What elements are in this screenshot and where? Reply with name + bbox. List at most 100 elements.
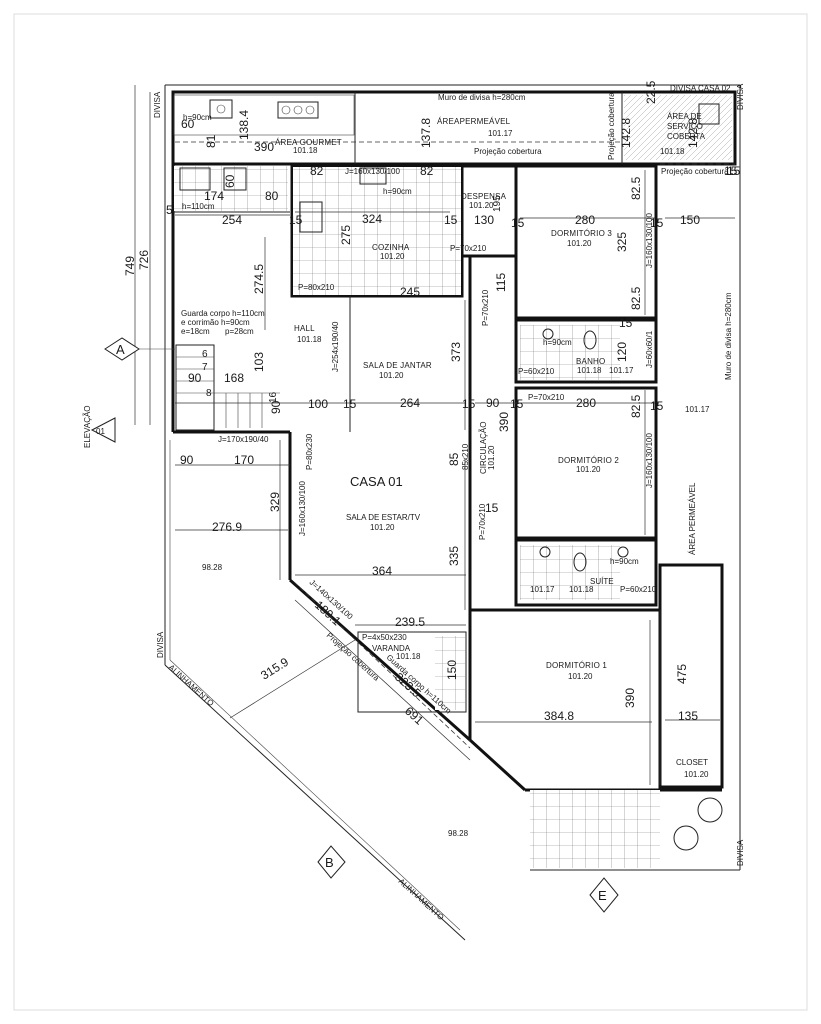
room-circulacao: CIRCULAÇÃO [479, 422, 488, 474]
svg-text:280: 280 [576, 396, 596, 410]
label-projecao-cobertura-right: Projeção cobertura [661, 167, 729, 176]
label-divisa-casa: DIVISA CASA 02 [670, 84, 731, 93]
room-banho: BANHO [576, 357, 605, 366]
svg-text:90: 90 [486, 396, 500, 410]
svg-text:749: 749 [123, 256, 137, 276]
room-area-gourmet: ÁREA GOURMET [275, 138, 342, 147]
level-hall: 101.18 [297, 335, 322, 344]
room-area-permeavel-top: ÁREAPERMEÁVEL [437, 117, 511, 126]
room-dormitorio-1: DORMITÓRIO 1 [546, 661, 607, 670]
level-area-gourmet: 101.18 [293, 146, 318, 155]
label-divisa-right-top: DIVISA [736, 83, 745, 110]
label-area-permeavel-right: ÁREA PERMEÁVEL [688, 482, 697, 555]
room-despensa: DESPENSA [461, 192, 507, 201]
level-sala-jantar: 101.20 [379, 371, 404, 380]
svg-text:195: 195 [492, 195, 503, 212]
level-area-servico: 101.18 [660, 147, 685, 156]
svg-text:170: 170 [234, 453, 254, 467]
level-varanda: 101.18 [396, 652, 421, 661]
opening-j-dorm2: J=160x130/100 [645, 433, 654, 488]
elevation-label: ELEVAÇÃO [83, 405, 92, 448]
svg-text:81: 81 [204, 134, 218, 148]
opening-j-hall: J=254x190/40 [331, 321, 340, 372]
svg-text:90: 90 [180, 453, 194, 467]
svg-text:82: 82 [310, 164, 324, 178]
room-area-servico-1: ÁREA DE [667, 112, 702, 121]
opening-p-estar: P=80x230 [305, 433, 314, 470]
gourmet-counter-tiles [174, 166, 288, 211]
svg-text:16: 16 [268, 391, 279, 403]
opening-p-despensa: P=70x210 [450, 244, 487, 253]
svg-text:15: 15 [727, 164, 741, 178]
opening-j-estar: J=160x130/100 [298, 481, 307, 536]
label-escada-p: p=28cm [225, 327, 254, 336]
opening-p-banho: P=60x210 [518, 367, 555, 376]
house-title: CASA 01 [350, 474, 403, 489]
svg-text:264: 264 [400, 396, 420, 410]
svg-text:15: 15 [650, 399, 664, 413]
room-sala-jantar: SALA DE JANTAR [363, 361, 432, 370]
kitchen-tiles [293, 167, 461, 295]
svg-text:325: 325 [615, 232, 629, 252]
svg-text:60: 60 [181, 117, 195, 131]
section-marker-b: B [317, 845, 346, 879]
label-divisa-right-bottom: DIVISA [736, 839, 745, 866]
svg-text:142.8: 142.8 [619, 118, 633, 148]
level-circulacao: 101.20 [487, 445, 496, 470]
level-right-side: 101.17 [685, 405, 710, 414]
room-dormitorio-3: DORMITÓRIO 3 [551, 229, 612, 238]
label-divisa-left-top: DIVISA [153, 91, 162, 118]
room-varanda: VARANDA [372, 644, 411, 653]
opening-h90-suite: h=90cm [610, 557, 639, 566]
level-front-yard-2: 98.28 [448, 829, 469, 838]
label-muro-top: Muro de divisa h=280cm [438, 93, 526, 102]
opening-p-varanda: P=4x50x230 [362, 633, 407, 642]
svg-text:8: 8 [206, 388, 212, 399]
svg-text:15: 15 [343, 397, 357, 411]
suite-tiles [520, 545, 620, 600]
site-boundary [164, 84, 741, 941]
section-marker-e: E [589, 877, 619, 913]
svg-text:276.9: 276.9 [212, 520, 242, 534]
svg-text:390: 390 [623, 688, 637, 708]
room-dormitorio-2: DORMITÓRIO 2 [558, 456, 619, 465]
varanda-tiles [435, 636, 465, 710]
room-suite: SUÍTE [590, 577, 614, 586]
svg-text:5: 5 [166, 203, 173, 217]
svg-text:475: 475 [675, 664, 689, 684]
service-area-hatch [624, 95, 732, 160]
svg-text:130: 130 [474, 213, 494, 227]
svg-text:150: 150 [680, 213, 700, 227]
svg-text:245: 245 [400, 285, 420, 299]
opening-j-escada: J=170x190/40 [218, 435, 269, 444]
svg-text:22.5: 22.5 [644, 80, 658, 104]
svg-text:15: 15 [511, 216, 525, 230]
level-banho: 101.18 [577, 366, 602, 375]
level-closet: 101.20 [684, 770, 709, 779]
opening-h90-cozinha: h=90cm [383, 187, 412, 196]
marker-e-label: E [598, 888, 607, 903]
svg-text:254: 254 [222, 213, 242, 227]
svg-text:15: 15 [724, 164, 738, 178]
svg-text:280: 280 [575, 213, 595, 227]
svg-text:324: 324 [362, 212, 382, 226]
svg-text:120: 120 [615, 342, 629, 362]
svg-text:364: 364 [372, 564, 392, 578]
svg-text:6: 6 [202, 349, 208, 360]
svg-text:90: 90 [188, 371, 202, 385]
label-projecao-cobertura: Projeção cobertura [474, 147, 542, 156]
opening-h90-gourmet: h=90cm [183, 113, 212, 122]
room-closet: CLOSET [676, 758, 708, 767]
svg-text:103: 103 [252, 352, 266, 372]
svg-text:390: 390 [497, 412, 511, 432]
opening-p-circ: P=70x210 [528, 393, 565, 402]
label-muro-right: Muro de divisa h=280cm [724, 292, 733, 380]
svg-text:274.5: 274.5 [252, 264, 266, 294]
garden-tiles [530, 790, 660, 868]
opening-h90-banho: h=90cm [543, 338, 572, 347]
opening-h110: h=110cm [182, 202, 215, 211]
svg-text:15: 15 [462, 397, 476, 411]
label-escada-e: e=18cm [181, 327, 210, 336]
svg-text:15: 15 [619, 316, 633, 330]
